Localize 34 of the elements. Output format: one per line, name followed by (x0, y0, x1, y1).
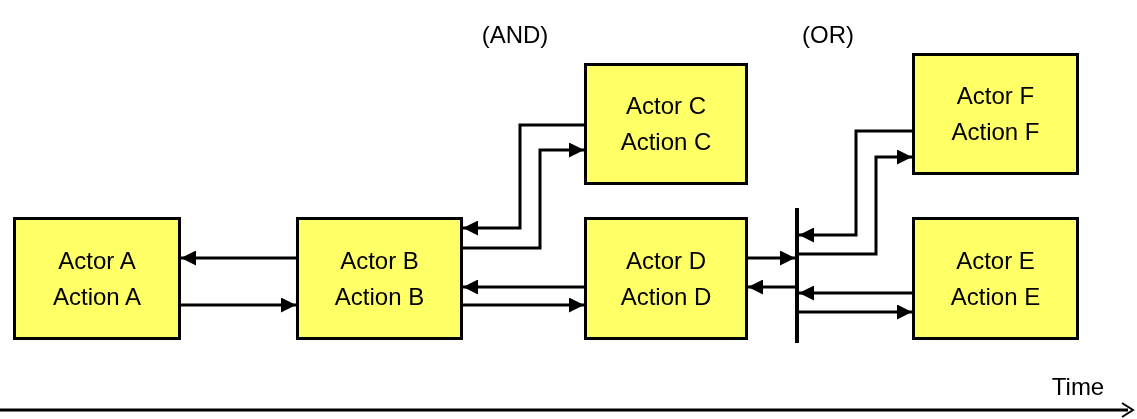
actor-name: Actor A (58, 245, 136, 276)
gate-label: (OR) (802, 20, 854, 50)
actor-box (584, 217, 748, 340)
action-name: Action A (52, 281, 142, 312)
axis-label: Time (1051, 372, 1105, 402)
gate-label: (AND) (481, 20, 549, 50)
actor-box (296, 217, 463, 340)
arrow (463, 142, 584, 250)
arrow (748, 250, 795, 266)
actor-name: Actor F (956, 81, 1035, 111)
arrow (799, 285, 912, 301)
arrow (181, 250, 296, 266)
actor-box (912, 53, 1079, 175)
action-name: Action C (620, 127, 712, 157)
arrow (799, 129, 912, 243)
action-name: Action F (951, 117, 1040, 147)
actor-box (13, 217, 181, 340)
divider-bar (795, 208, 799, 343)
actor-name: Actor D (626, 245, 706, 276)
action-name: Action B (334, 281, 425, 312)
actor-name: Actor C (626, 91, 706, 121)
arrow (799, 149, 912, 256)
action-name: Action E (950, 281, 1041, 312)
actor-box (584, 63, 748, 185)
arrow (748, 279, 795, 295)
actor-name: Actor B (340, 245, 419, 276)
arrow (463, 297, 584, 313)
arrow (799, 304, 912, 320)
actor-box (912, 217, 1079, 340)
arrow (463, 279, 584, 295)
action-name: Action D (620, 281, 712, 312)
arrow (181, 297, 296, 313)
actor-name: Actor E (956, 245, 1035, 276)
arrow (463, 123, 584, 236)
